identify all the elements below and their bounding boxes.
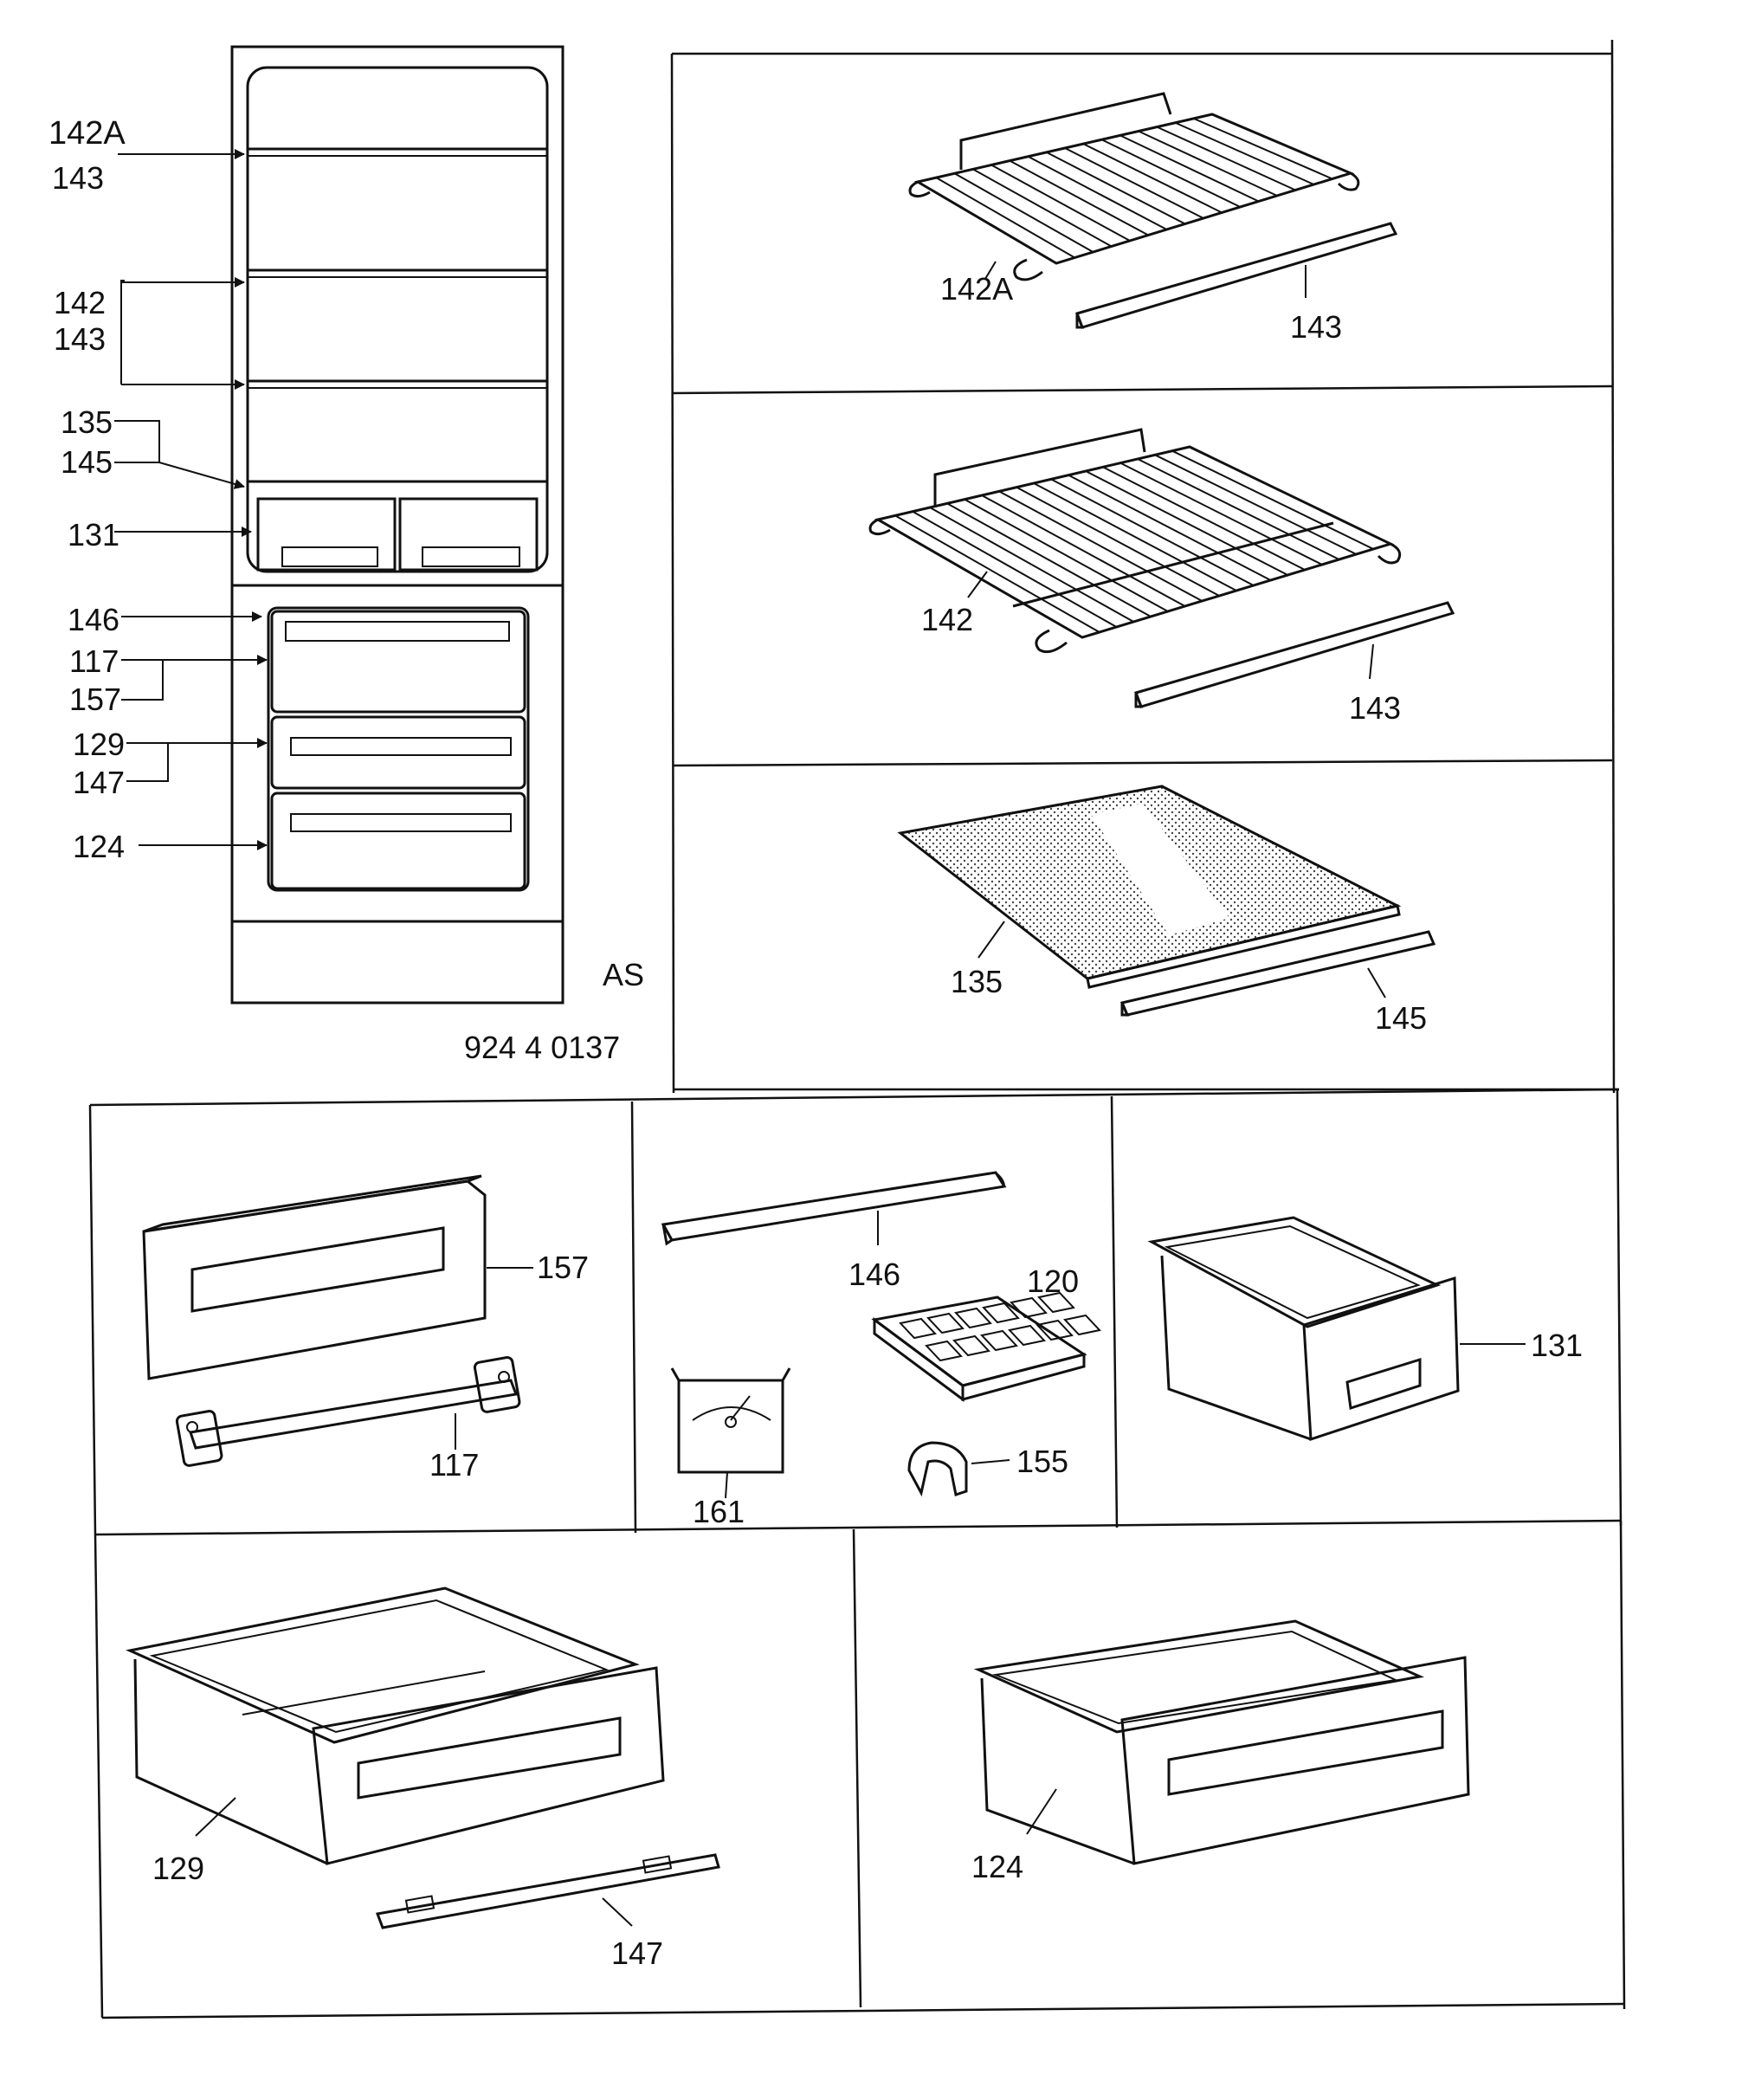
panel-flap-157: 157 117	[142, 1174, 589, 1483]
thermostat-161-drawing	[670, 1367, 791, 1499]
overview-labels: 142A 143 142 143 135 145 131 146 117 157…	[48, 115, 644, 1065]
flap-157-drawing	[142, 1174, 487, 1380]
fridge-compartment	[246, 66, 549, 573]
panel-shelf-142A: 142A 143	[908, 92, 1398, 345]
label-135-glass: 135	[951, 964, 1003, 999]
label-145-strip: 145	[1375, 1000, 1427, 1036]
drawer-124-drawing	[973, 1619, 1470, 1865]
label-161-thermostat: 161	[693, 1494, 745, 1529]
label-142-shelf: 142	[921, 602, 973, 637]
wire-shelf-142A-drawing	[908, 92, 1360, 281]
tray-131-drawing	[1147, 1216, 1460, 1442]
overview-tray-left	[256, 497, 397, 572]
label-142A: 142A	[48, 115, 126, 152]
fridge-overview	[230, 45, 565, 1005]
freezer-compartment	[267, 606, 530, 892]
label-155-clip: 155	[1016, 1444, 1068, 1479]
label-124-drawer: 124	[971, 1849, 1023, 1884]
label-143-strip-b: 143	[1349, 690, 1401, 726]
label-131-tray: 131	[1531, 1328, 1583, 1363]
document-number: 924 4 0137	[464, 1030, 620, 1065]
label-157: 157	[69, 682, 121, 717]
label-142: 142	[54, 285, 106, 320]
label-147: 147	[73, 765, 125, 800]
label-117-hinge: 117	[429, 1447, 479, 1483]
panel-glass-135: 135 145	[897, 785, 1436, 1036]
panel-accessories: 146 120 161 155	[661, 1171, 1101, 1529]
wire-shelf-142-drawing	[868, 428, 1402, 654]
label-129-drawer: 129	[152, 1851, 204, 1886]
label-147-handle: 147	[611, 1935, 663, 1971]
panel-tray-131: 131	[1147, 1216, 1583, 1442]
strip-143b-drawing	[1134, 601, 1455, 708]
ice-tray-120-drawing	[871, 1291, 1101, 1402]
label-142A-shelf: 142A	[940, 271, 1013, 307]
label-124: 124	[73, 829, 125, 864]
overview-tray-right	[398, 497, 539, 572]
label-129: 129	[73, 727, 125, 762]
hinge-117-drawing	[175, 1356, 521, 1467]
label-143-top: 143	[52, 160, 104, 196]
overview-leaders	[114, 149, 268, 850]
strip-143-drawing	[1075, 222, 1398, 329]
label-117: 117	[69, 643, 119, 679]
code-label: AS	[603, 957, 644, 992]
fridge-cabinet	[230, 45, 565, 1005]
strip-145-drawing	[1119, 930, 1436, 1017]
glass-shelf-135-drawing	[897, 785, 1402, 989]
handle-147-drawing	[375, 1853, 720, 1929]
clip-155-drawing	[907, 1441, 968, 1497]
strip-146-drawing	[661, 1171, 1007, 1246]
label-135: 135	[61, 404, 113, 440]
panel-shelf-142: 142 143	[868, 428, 1455, 726]
label-145: 145	[61, 444, 113, 480]
panel-frames	[88, 39, 1626, 2019]
drawer-129-drawing	[126, 1586, 665, 1865]
panel-drawer-129: 129 147	[126, 1586, 720, 1971]
label-157-flap: 157	[537, 1250, 589, 1285]
label-143-mid: 143	[54, 321, 106, 357]
panel-drawer-124: 124	[971, 1619, 1470, 1884]
label-146: 146	[68, 602, 119, 637]
label-146-strip: 146	[848, 1257, 900, 1292]
label-120-tray: 120	[1027, 1263, 1079, 1299]
label-131: 131	[68, 517, 119, 552]
label-143-strip-a: 143	[1290, 309, 1342, 345]
